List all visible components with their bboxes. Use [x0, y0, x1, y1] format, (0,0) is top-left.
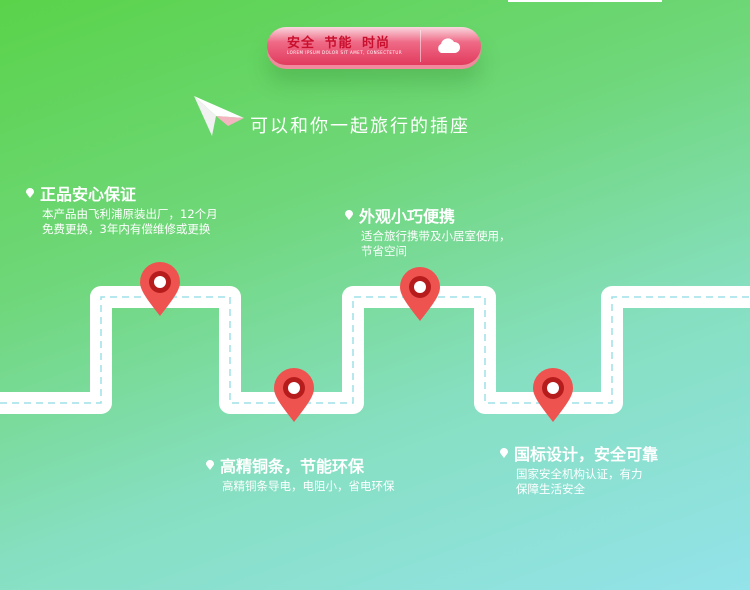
- feature-standard: 国标设计，安全可靠 国家安全机构认证，有力保障生活安全: [500, 441, 658, 497]
- pin-icon: [345, 210, 353, 220]
- feature-desc: 保障生活安全: [516, 482, 585, 496]
- paper-plane-icon: [194, 96, 244, 136]
- map-pin-icon: [533, 368, 573, 422]
- badge-title: 安全 节能 时尚: [287, 36, 391, 51]
- badge-subtitle: LOREM IPSUM DOLOR SIT AMET, CONSECTETUR: [287, 50, 403, 55]
- feature-desc: 高精铜条导电，电阻小，省电环保: [222, 479, 395, 493]
- feature-desc: 免费更换，3年内有偿维修或更换: [42, 222, 211, 236]
- pin-icon: [500, 448, 508, 458]
- feature-desc: 节省空间: [361, 244, 407, 258]
- feature-compact: 外观小巧便携 适合旅行携带及小居室使用，节省空间: [345, 203, 511, 259]
- slogan-badge: 安全 节能 时尚 LOREM IPSUM DOLOR SIT AMET, CON…: [267, 27, 481, 65]
- pin-icon: [26, 188, 34, 198]
- feature-title: 国标设计，安全可靠: [514, 445, 659, 464]
- feature-title: 外观小巧便携: [359, 207, 456, 226]
- top-line: [508, 0, 662, 2]
- feature-genuine: 正品安心保证 本产品由飞利浦原装出厂，12个月免费更换，3年内有偿维修或更换: [26, 181, 218, 237]
- map-pin-icon: [274, 368, 314, 422]
- cloud-icon: [438, 38, 461, 53]
- badge-divider: [420, 30, 421, 62]
- map-pin-icon: [400, 267, 440, 321]
- slogan: 可以和你一起旅行的插座: [250, 116, 470, 137]
- feature-desc: 本产品由飞利浦原装出厂，12个月: [42, 207, 218, 221]
- feature-title: 高精铜条，节能环保: [220, 457, 365, 476]
- feature-title: 正品安心保证: [40, 185, 137, 204]
- feature-desc: 适合旅行携带及小居室使用，: [361, 229, 511, 243]
- feature-desc: 国家安全机构认证，有力: [516, 467, 643, 481]
- pin-icon: [206, 460, 214, 470]
- feature-copper: 高精铜条，节能环保 高精铜条导电，电阻小，省电环保: [206, 453, 395, 494]
- map-pin-icon: [140, 262, 180, 316]
